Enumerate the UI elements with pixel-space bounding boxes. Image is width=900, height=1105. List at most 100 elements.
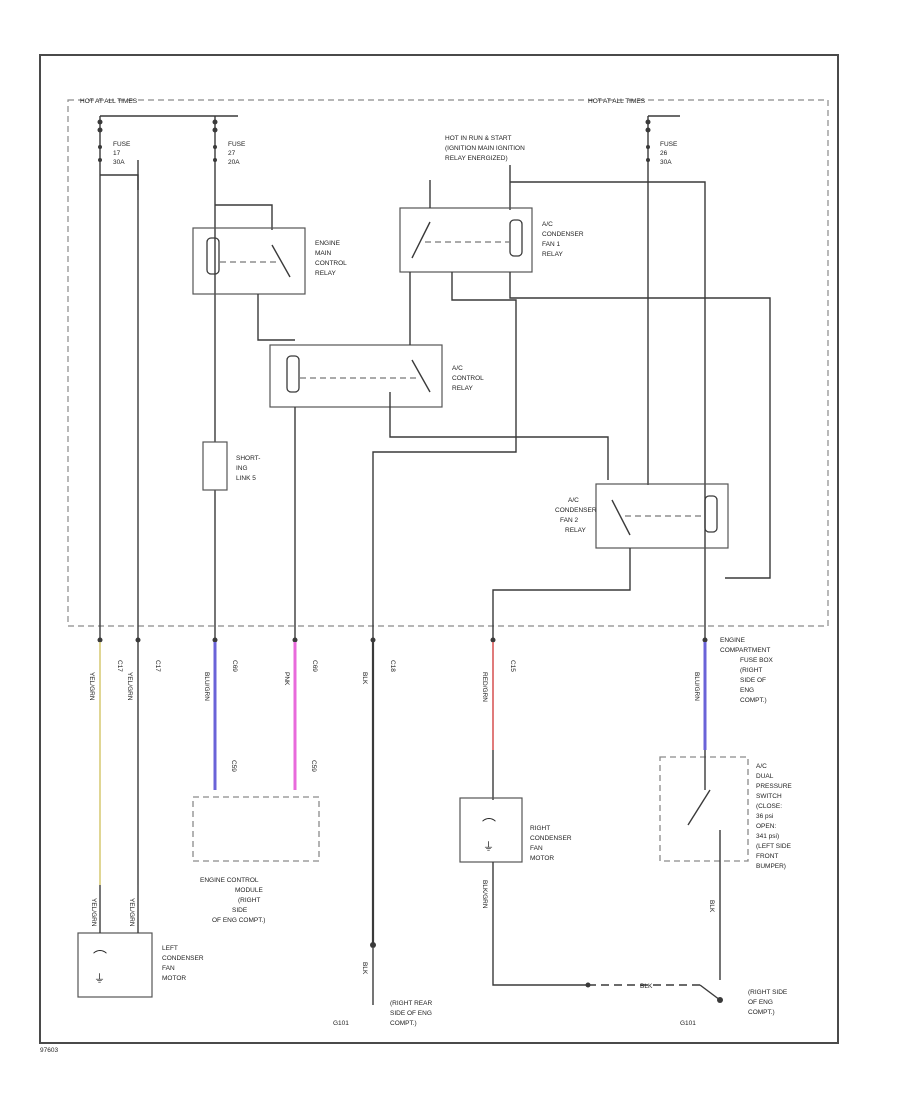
pressure-switch-label-1: A/C (756, 763, 767, 770)
lower-wire-label-5: BLK (708, 900, 715, 913)
fuse-26-label-line2: 26 (660, 150, 668, 157)
pressure-switch-label-9: (LEFT SIDE (756, 843, 792, 850)
connector-label-1: C17 (116, 660, 123, 672)
ac-dual-pressure-switch (659, 756, 749, 862)
ac-control-relay-label-3: RELAY (452, 385, 473, 392)
fusebox-note-5: SIDE OF (740, 677, 766, 684)
left-motor-label-3: FAN (162, 965, 175, 972)
fuse-17-icon (97, 119, 103, 162)
engine-main-output (257, 294, 295, 341)
engine-main-relay-label-1: ENGINE (315, 240, 341, 247)
fuse-26-label-line1: FUSE (660, 141, 678, 148)
fuse-17-label-line3: 30A (113, 159, 125, 166)
engine-main-relay-coil (206, 237, 220, 275)
fan2-relay-label-1: A/C (568, 497, 579, 504)
ecm-pin-1: C59 (230, 760, 237, 772)
fusebox-note-2: COMPARTMENT (720, 647, 770, 654)
shorting-link-5 (202, 441, 228, 491)
fuse-27-label-line1: FUSE (228, 141, 246, 148)
wire-color-6: RED/GRN (481, 672, 488, 702)
diagram-border (39, 54, 839, 1044)
ecm-label-3: (RIGHT (238, 897, 260, 904)
connector-label-6: C15 (509, 660, 516, 672)
right-motor-label-3: FAN (530, 845, 543, 852)
fan1-relay-label-2: CONDENSER (542, 231, 584, 238)
lower-wire-label-1: YEL/GRN (90, 898, 97, 927)
switch-to-ground (699, 984, 721, 1001)
fuse-26-icon (645, 119, 651, 162)
pressure-switch-label-11: BUMPER) (756, 863, 786, 870)
right-motor-label-4: MOTOR (530, 855, 554, 862)
right-motor-label-2: CONDENSER (530, 835, 572, 842)
figure-id: 97603 (40, 1047, 58, 1054)
ecm-label-4: SIDE (232, 907, 248, 914)
fuse-27-label-line2: 27 (228, 150, 236, 157)
right-motor-label-1: RIGHT (530, 825, 550, 832)
wire-color-1: YEL/GRN (88, 672, 95, 701)
lower-wire-label-2: YEL/GRN (128, 898, 135, 927)
ground-right-label-3: COMPT.) (748, 1009, 775, 1016)
ground-left-label-3: COMPT.) (390, 1020, 417, 1027)
fuse-17-circuit (99, 116, 139, 640)
splice-point (585, 982, 591, 988)
connector-label-3: C69 (231, 660, 238, 672)
fusebox-note-3: FUSE BOX (740, 657, 774, 664)
engine-main-relay-label-3: CONTROL (315, 260, 347, 267)
fuse-17-label-line1: FUSE (113, 141, 131, 148)
connector-label-5: C18 (389, 660, 396, 672)
left-motor-ground-icon: ⏚ (94, 972, 105, 985)
fuse-27-label-line3: 20A (228, 159, 240, 166)
fan1-wiring (372, 180, 771, 640)
right-motor-ground-icon: ⏚ (483, 840, 494, 853)
shorting-link-label-2: ING (236, 465, 248, 472)
left-condenser-fan-motor (77, 932, 153, 998)
ground-right-label-1: (RIGHT SIDE (748, 989, 788, 996)
fusebox-note-6: ENG (740, 687, 754, 694)
ground-right-label-2: OF ENG (748, 999, 773, 1006)
left-motor-label-1: LEFT (162, 945, 178, 952)
hot-in-run-line3: RELAY ENERGIZED) (445, 155, 508, 162)
ac-condenser-fan-1-relay (399, 207, 533, 273)
pressure-switch-label-10: FRONT (756, 853, 778, 860)
left-motor-fan-icon: ⌒ (93, 949, 107, 965)
fuse-26-label-line3: 30A (660, 159, 672, 166)
fuse-27-circuit (214, 116, 273, 640)
hot-label-right: HOT AT ALL TIMES (588, 98, 646, 105)
wire-color-5: BLK (361, 672, 368, 685)
shorting-link-label-1: SHORT- (236, 455, 260, 462)
connector-label-2: C17 (154, 660, 161, 672)
engine-main-relay-label-2: MAIN (315, 250, 332, 257)
pressure-switch-label-3: PRESSURE (756, 783, 792, 790)
ac-control-relay-label-1: A/C (452, 365, 463, 372)
shorting-link-label-3: LINK 5 (236, 475, 256, 482)
wire-color-7: BLU/GRN (693, 672, 700, 701)
fan2-relay-coil (704, 495, 718, 533)
fusebox-note-1: ENGINE (720, 637, 746, 644)
fan1-relay-coil (509, 219, 523, 257)
ground-left-label-2: SIDE OF ENG (390, 1010, 432, 1017)
fan1-relay-switch (411, 221, 431, 259)
pressure-switch-label-6: 36 psi (756, 813, 773, 820)
fan1-relay-label-3: FAN 1 (542, 241, 560, 248)
lower-wire-label-3: BLK (361, 962, 368, 975)
ac-control-relay-switch (411, 359, 431, 393)
hot-in-run-line1: HOT IN RUN & START (445, 135, 511, 142)
pressure-switch-label-7: OPEN: (756, 823, 776, 830)
ac-condenser-fan-2-relay (595, 483, 729, 549)
lower-wire-label-4: BLK/GRN (481, 880, 488, 909)
ac-control-relay-coil (286, 355, 300, 393)
pressure-switch-blade (687, 789, 711, 826)
fan2-relay-label-2: CONDENSER (555, 507, 597, 514)
engine-control-module (192, 796, 320, 862)
fuse-27-icon (212, 119, 218, 162)
ground-left-id: G101 (333, 1020, 349, 1027)
ecm-pin-2: C59 (310, 760, 317, 772)
fusebox-note-7: COMPT.) (740, 697, 767, 704)
left-motor-label-2: CONDENSER (162, 955, 204, 962)
wire-color-2: YEL/GRN (126, 672, 133, 701)
pressure-switch-label-8: 341 psi) (756, 833, 779, 840)
ac-control-relay (269, 344, 443, 408)
wire-color-4: PNK (283, 672, 290, 686)
